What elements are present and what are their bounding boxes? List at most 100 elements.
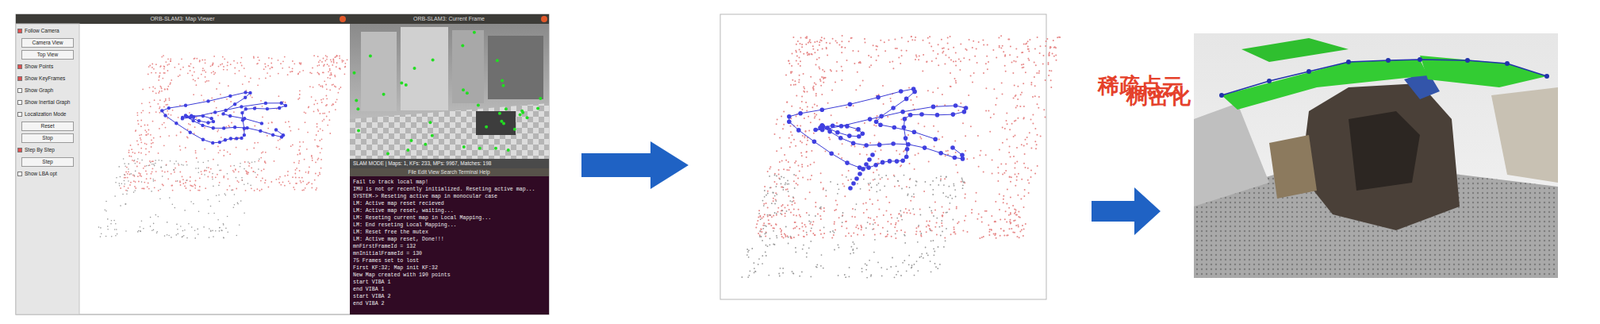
map-point (169, 60, 172, 62)
map-point (257, 160, 260, 162)
map-point (211, 176, 214, 178)
map-point (269, 68, 272, 70)
map-point (329, 69, 331, 72)
map-point (1009, 196, 1012, 199)
map-point (798, 81, 800, 84)
map-point (877, 54, 879, 57)
map-point (167, 170, 169, 173)
map-point (758, 209, 760, 212)
map-point (226, 172, 229, 175)
map-point (153, 222, 155, 225)
map-point (218, 184, 220, 187)
map-point (806, 52, 809, 54)
map-point (226, 61, 229, 64)
map-point (919, 230, 921, 232)
map-point (144, 142, 146, 145)
map-point (1005, 202, 1008, 204)
map-point (134, 189, 136, 192)
keyframe (233, 102, 237, 106)
map-point (782, 127, 784, 130)
map-point (1009, 227, 1011, 230)
wall-panel (400, 26, 449, 111)
map-point (307, 105, 310, 108)
map-point (819, 229, 822, 231)
map-point (836, 203, 838, 206)
map-point (1024, 138, 1027, 141)
map-point (755, 222, 758, 225)
map-point (239, 162, 242, 165)
map-point (978, 154, 981, 157)
map-point (166, 221, 169, 223)
map-point (140, 152, 142, 154)
map-point (145, 130, 148, 133)
map-point (845, 220, 848, 223)
map-point (254, 172, 257, 174)
map-point (260, 152, 263, 154)
map-point (1050, 46, 1052, 49)
map-point (264, 151, 267, 154)
map-point (767, 170, 769, 173)
map-point (152, 141, 154, 144)
map-point (794, 221, 797, 223)
map-point (331, 104, 334, 107)
map-point (1020, 143, 1023, 146)
keyframe (242, 116, 246, 120)
map-point (216, 130, 219, 133)
map-point (854, 145, 856, 148)
map-point (288, 66, 291, 69)
map-point (195, 152, 197, 154)
map-point (317, 110, 319, 112)
map-point (197, 189, 200, 192)
map-point (115, 181, 117, 184)
map-point (225, 194, 227, 196)
map-point (867, 54, 870, 57)
map-point (197, 167, 200, 169)
map-point (909, 199, 912, 202)
map-point (985, 109, 987, 112)
keyframe (243, 95, 247, 100)
map-point (145, 177, 148, 180)
map-point (1048, 54, 1051, 57)
map-point (277, 72, 280, 75)
map-point (794, 174, 797, 177)
map-point (805, 43, 807, 46)
map-point (230, 189, 233, 192)
map-point (1026, 136, 1029, 139)
map-point (278, 177, 281, 180)
map-point (824, 76, 826, 79)
map-point (915, 226, 918, 229)
map-point (909, 99, 912, 101)
map-point (874, 234, 876, 236)
map-point (781, 235, 783, 238)
map-point (169, 82, 172, 85)
map-point (796, 55, 799, 58)
map-point (203, 69, 206, 72)
map-point (874, 222, 876, 224)
map-point (836, 122, 838, 124)
map-point (1015, 208, 1017, 211)
map-point (168, 99, 171, 101)
map-point (249, 94, 252, 96)
map-point (192, 203, 195, 205)
map-point (964, 192, 967, 195)
map-point (319, 112, 322, 115)
map-point (299, 169, 301, 172)
map-point (322, 86, 324, 89)
map-point (172, 189, 174, 192)
map-point (775, 149, 778, 152)
map-point (821, 36, 823, 39)
map-point (336, 98, 338, 100)
map-point (159, 99, 162, 101)
map-point (840, 225, 843, 227)
map-point (786, 101, 788, 104)
map-point (898, 153, 901, 155)
map-point (817, 49, 819, 51)
map-point (290, 145, 292, 147)
keyframe (174, 121, 178, 125)
map-point (935, 57, 937, 60)
map-point (211, 178, 214, 181)
map-point (1016, 161, 1018, 163)
map-point (1016, 85, 1019, 88)
map-point (333, 74, 336, 77)
map-point (801, 154, 803, 157)
